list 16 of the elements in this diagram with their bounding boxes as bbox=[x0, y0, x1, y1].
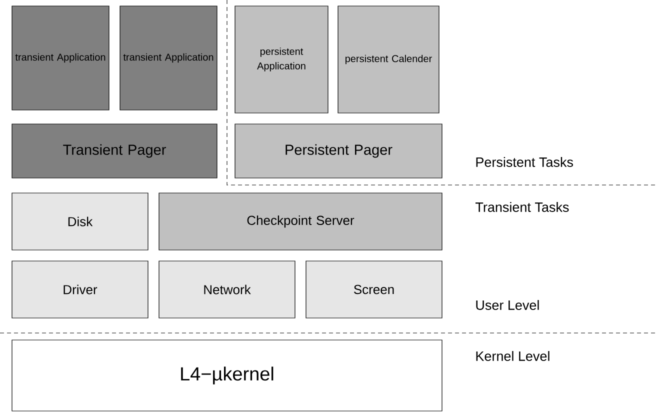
process-box: Persistent Pager bbox=[234, 124, 442, 178]
process-box: persistent Application bbox=[234, 6, 328, 114]
process-box: persistent Calender bbox=[338, 6, 440, 114]
process-box: Disk bbox=[12, 192, 148, 250]
level-label: User Level bbox=[476, 300, 539, 310]
level-label: Persistent Tasks bbox=[476, 157, 573, 167]
process-box: Driver bbox=[12, 260, 148, 318]
process-box: Transient Pager bbox=[12, 124, 218, 178]
process-box: transient Application bbox=[120, 6, 218, 110]
process-box: L4−µkernel bbox=[12, 340, 442, 412]
level-label: Kernel Level bbox=[476, 351, 550, 361]
level-label: Transient Tasks bbox=[476, 202, 569, 212]
process-box: Screen bbox=[306, 260, 442, 318]
process-box: transient Application bbox=[12, 6, 110, 110]
process-box: Network bbox=[158, 260, 296, 318]
process-box: Checkpoint Server bbox=[158, 192, 442, 250]
